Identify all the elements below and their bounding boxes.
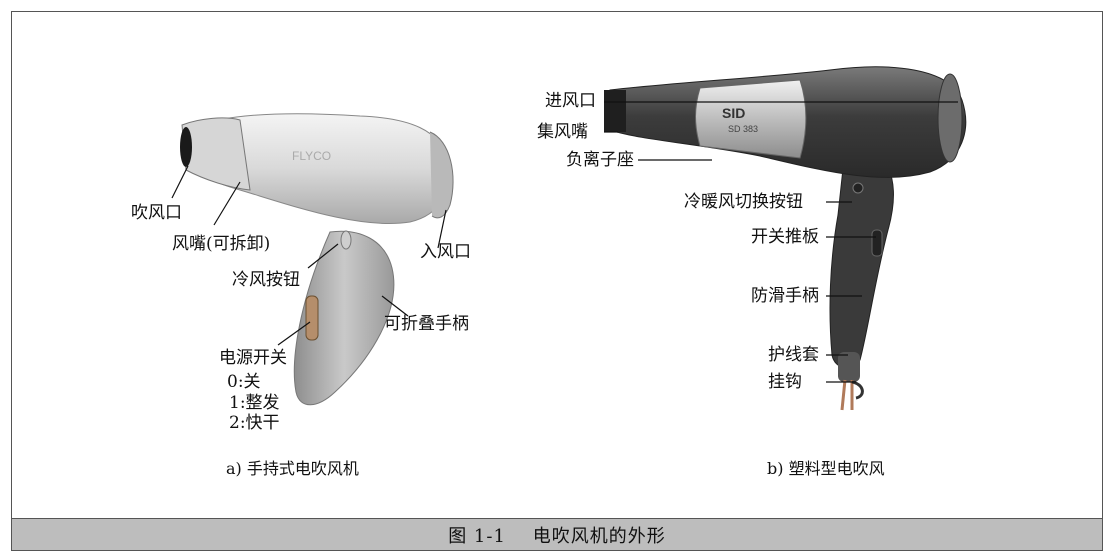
right-switch-slider — [871, 229, 883, 257]
label-folding-handle: 可折叠手柄 — [384, 314, 469, 334]
left-outlet — [180, 127, 192, 167]
label-switch-1: 1:整发 — [229, 393, 280, 413]
left-inlet-grille — [429, 131, 454, 219]
right-inlet-grille — [937, 73, 963, 163]
left-brand-text: FLYCO — [292, 149, 331, 163]
right-panel-caption: b) 塑料型电吹风 — [767, 459, 885, 478]
label-cool-button: 冷风按钮 — [232, 270, 300, 290]
right-hair-dryer-illustration: SID SD 383 — [604, 66, 967, 411]
right-brand-text: SID — [722, 105, 745, 121]
left-handle — [293, 230, 395, 406]
right-model-text: SD 383 — [728, 124, 758, 134]
right-cord-sleeve — [838, 352, 860, 382]
label-nozzle: 风嘴(可拆卸) — [172, 234, 271, 254]
label-concentrator: 集风嘴 — [537, 122, 588, 142]
label-switch-2: 2:快干 — [229, 413, 280, 433]
label-anti-slip-handle: 防滑手柄 — [751, 286, 819, 306]
label-inlet-left: 入风口 — [420, 242, 471, 262]
left-cool-button — [340, 230, 352, 250]
figure-caption-bar: 图 1-1 电吹风机的外形 — [11, 518, 1103, 551]
right-concentrator — [604, 90, 626, 132]
label-switch-slider: 开关推板 — [751, 227, 819, 247]
right-hot-cold-button — [852, 182, 864, 194]
right-cord — [840, 379, 854, 411]
right-handle — [829, 147, 894, 369]
label-hook: 挂钩 — [768, 372, 802, 392]
left-power-switch — [305, 295, 319, 341]
right-hook — [851, 380, 864, 400]
figure-caption: 图 1-1 电吹风机的外形 — [448, 525, 666, 547]
label-cord-sleeve: 护线套 — [768, 345, 819, 365]
left-panel-caption: a) 手持式电吹风机 — [226, 459, 359, 478]
left-nozzle — [181, 117, 251, 191]
label-ion-seat: 负离子座 — [566, 150, 634, 170]
label-switch-0: 0:关 — [227, 372, 261, 392]
label-inlet-right: 进风口 — [545, 91, 596, 111]
label-outlet: 吹风口 — [131, 203, 182, 223]
right-band — [695, 79, 807, 159]
label-hot-cold-button: 冷暖风切换按钮 — [684, 192, 803, 212]
label-power-switch: 电源开关 — [219, 348, 287, 368]
